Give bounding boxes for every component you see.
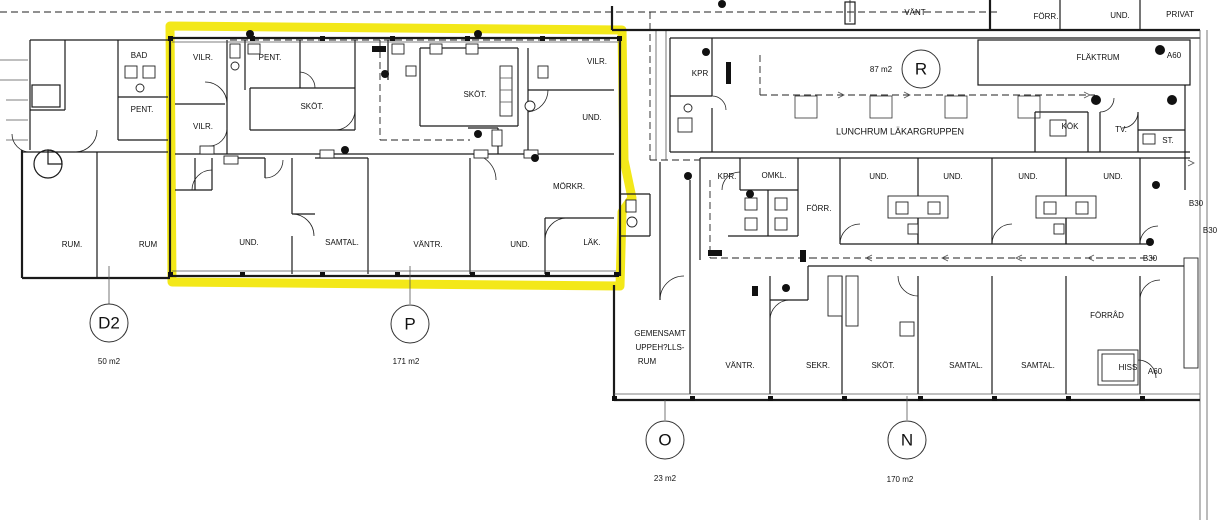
room-label: GEMENSAMT xyxy=(634,329,686,338)
zone-marker-d2: D2 50 m2 xyxy=(89,266,129,366)
fire-code: B30 xyxy=(1143,254,1158,263)
room-label: FÖRR. xyxy=(807,204,832,213)
room-label: UPPEH?LLS- xyxy=(636,343,685,352)
room-labels: BAD PENT. VILR. PENT. SKÖT. VILR. SKÖT. … xyxy=(62,8,1194,372)
room-label: OMKL. xyxy=(762,171,787,180)
room-label: SAMTAL. xyxy=(325,238,359,247)
room-label: VILR. xyxy=(587,57,607,66)
room-label: SKÖT. xyxy=(463,90,486,99)
zone-area: 87 m2 xyxy=(870,65,893,74)
room-label: SAMTAL. xyxy=(949,361,983,370)
room-label: SEKR. xyxy=(806,361,830,370)
zone-n-walls xyxy=(612,157,1200,402)
room-label: VILR. xyxy=(193,122,213,131)
zone-letter: P xyxy=(404,315,415,334)
room-label: RUM xyxy=(139,240,158,249)
room-label: PRIVAT xyxy=(1166,10,1194,19)
fire-code: B30 xyxy=(1189,199,1204,208)
room-label: ST. xyxy=(1162,136,1174,145)
room-label: UND. xyxy=(239,238,259,247)
zone-area: 171 m2 xyxy=(393,357,420,366)
zone-letter: N xyxy=(901,431,913,450)
room-label: SAMTAL. xyxy=(1021,361,1055,370)
room-label: KPR xyxy=(692,69,709,78)
room-label: TV. xyxy=(1115,125,1127,134)
zone-r-walls xyxy=(610,0,1208,520)
fire-code: A60 xyxy=(1167,51,1182,60)
room-label: LUNCHRUM LÄKARGRUPPEN xyxy=(836,126,964,136)
room-label: VILR. xyxy=(193,53,213,62)
room-label: VÄNTR. xyxy=(725,361,754,370)
room-label: UND. xyxy=(1103,172,1123,181)
zone-letter: R xyxy=(915,60,927,79)
room-label: RUM. xyxy=(62,240,82,249)
room-label: HISS xyxy=(1119,363,1138,372)
zone-p-walls xyxy=(168,30,622,278)
zone-marker-p: P 171 m2 xyxy=(390,266,430,366)
room-label: PENT. xyxy=(259,53,282,62)
zone-area: 23 m2 xyxy=(654,474,677,483)
zone-marker-o: O 23 m2 xyxy=(645,400,685,483)
room-label: FÖRR. xyxy=(1034,12,1059,21)
left-wing xyxy=(0,39,170,280)
room-label: UND. xyxy=(943,172,963,181)
zone-marker-r: R 87 m2 xyxy=(870,49,941,89)
room-label: UND. xyxy=(1110,11,1130,20)
room-label: FÖRRÅD xyxy=(1090,311,1124,320)
room-label: FLÄKTRUM xyxy=(1076,53,1119,62)
room-label: VÄNTR. xyxy=(413,240,442,249)
zone-area: 170 m2 xyxy=(887,475,914,484)
zone-letter: O xyxy=(658,431,671,450)
room-label: VÄNT xyxy=(904,8,925,17)
room-label: KPR. xyxy=(718,172,737,181)
room-label: RUM xyxy=(638,357,657,366)
room-label: PENT. xyxy=(131,105,154,114)
room-label: MÖRKR. xyxy=(553,182,585,191)
fire-code: A60 xyxy=(1148,367,1163,376)
room-label: KÖK xyxy=(1062,122,1080,131)
room-label: UND. xyxy=(869,172,889,181)
zone-letter: D2 xyxy=(98,314,120,333)
room-label: UND. xyxy=(510,240,530,249)
fire-codes: A60 B30 B30 B30 A60 xyxy=(1143,51,1218,376)
room-label: BAD xyxy=(131,51,148,60)
zone-marker-n: N 170 m2 xyxy=(887,396,927,484)
room-label: UND. xyxy=(1018,172,1038,181)
room-label: LÄK. xyxy=(583,238,600,247)
fire-code: B30 xyxy=(1203,226,1218,235)
room-label: UND. xyxy=(582,113,602,122)
room-label: SKÖT. xyxy=(871,361,894,370)
room-label: SKÖT. xyxy=(300,102,323,111)
zone-area: 50 m2 xyxy=(98,357,121,366)
side-wc xyxy=(620,30,667,237)
corridor-arrows xyxy=(837,91,1195,262)
